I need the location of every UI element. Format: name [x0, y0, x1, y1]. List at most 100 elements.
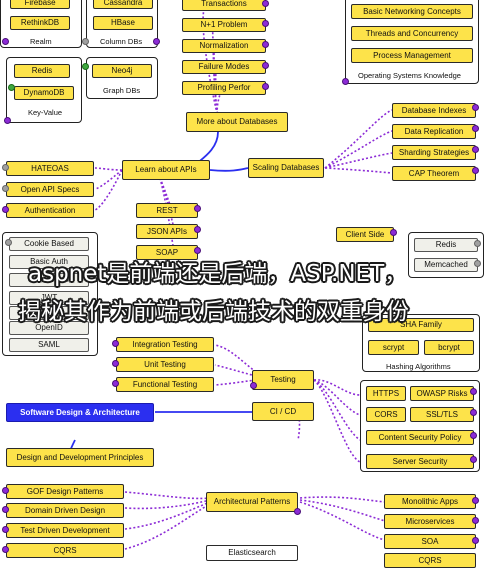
threads-concurrency-node[interactable]: Threads and Concurrency: [351, 26, 473, 41]
testing-node[interactable]: Testing: [252, 370, 314, 390]
open-api-specs-node[interactable]: Open API Specs: [6, 182, 94, 197]
monolithic-apps-node[interactable]: Monolithic Apps: [384, 494, 476, 509]
check-icon: [470, 409, 477, 416]
test-driven-development-node[interactable]: Test Driven Development: [6, 523, 124, 538]
process-management-node[interactable]: Process Management: [351, 48, 473, 63]
check-icon: [390, 229, 397, 236]
check-icon: [262, 0, 269, 7]
authentication-node[interactable]: Authentication: [6, 203, 94, 218]
check-icon: [294, 508, 301, 515]
check-icon: [472, 167, 479, 174]
oauth-node[interactable]: OAuth: [9, 306, 89, 320]
gof-design-patterns-node[interactable]: GOF Design Patterns: [6, 484, 124, 499]
check-icon: [2, 38, 9, 45]
hbase-node[interactable]: HBase: [93, 16, 153, 30]
redis-node[interactable]: Redis: [14, 64, 70, 78]
data-replication-node[interactable]: Data Replication: [392, 124, 476, 139]
hateoas-node[interactable]: HATEOAS: [6, 161, 94, 176]
cors-node[interactable]: CORS: [366, 407, 406, 422]
neo4j-node[interactable]: Neo4j: [92, 64, 152, 78]
design-principles-node[interactable]: Design and Development Principles: [6, 448, 154, 467]
software-design-architecture-node[interactable]: Software Design & Architecture: [6, 403, 154, 422]
saml-node[interactable]: SAML: [9, 338, 89, 352]
connector-lines: [68, 3, 393, 550]
check-icon: [4, 117, 11, 124]
unit-testing-node[interactable]: Unit Testing: [116, 357, 214, 372]
key-value-label: Key-Value: [28, 108, 63, 117]
check-icon: [474, 240, 481, 247]
memcached-node[interactable]: Memcached: [414, 258, 478, 272]
check-icon: [472, 104, 479, 111]
check-icon: [470, 388, 477, 395]
sha-family-node[interactable]: SHA Family: [368, 318, 474, 332]
ssl-tls-node[interactable]: SSL/TLS: [410, 407, 474, 422]
check-icon: [472, 537, 479, 544]
check-icon: [472, 125, 479, 132]
https-node[interactable]: HTTPS: [366, 386, 406, 401]
bcrypt-node[interactable]: bcrypt: [424, 340, 474, 355]
scaling-databases-node[interactable]: Scaling Databases: [248, 158, 324, 178]
profiling-node[interactable]: Profiling Perfor: [182, 81, 266, 95]
soa-node[interactable]: SOA: [384, 534, 476, 549]
check-icon: [2, 546, 9, 553]
functional-testing-node[interactable]: Functional Testing: [116, 377, 214, 392]
check-icon: [194, 205, 201, 212]
rest-node[interactable]: REST: [136, 203, 198, 218]
cap-theorem-node[interactable]: CAP Theorem: [392, 166, 476, 181]
content-security-policy-node[interactable]: Content Security Policy: [366, 430, 474, 445]
owasp-risks-node[interactable]: OWASP Risks: [410, 386, 474, 401]
check-icon: [2, 185, 9, 192]
sharding-strategies-node[interactable]: Sharding Strategies: [392, 145, 476, 160]
cassandra-node[interactable]: Cassandra: [93, 0, 153, 9]
transactions-node[interactable]: Transactions: [182, 0, 266, 11]
check-icon: [2, 506, 9, 513]
scrypt-node[interactable]: scrypt: [368, 340, 419, 355]
json-apis-node[interactable]: JSON APIs: [136, 224, 198, 239]
failure-modes-node[interactable]: Failure Modes: [182, 60, 266, 74]
architectural-patterns-node[interactable]: Architectural Patterns: [206, 492, 298, 512]
check-icon: [2, 206, 9, 213]
firebase-node[interactable]: Firebase: [10, 0, 70, 9]
cqrs-pattern-node[interactable]: CQRS: [384, 553, 476, 568]
normalization-node[interactable]: Normalization: [182, 39, 266, 53]
database-indexes-node[interactable]: Database Indexes: [392, 103, 476, 118]
check-icon: [112, 380, 119, 387]
check-icon: [472, 497, 479, 504]
check-icon: [262, 41, 269, 48]
check-icon: [250, 382, 257, 389]
check-icon: [470, 456, 477, 463]
learn-about-apis-node[interactable]: Learn about APIs: [122, 160, 210, 180]
jwt-node[interactable]: JWT: [9, 291, 89, 305]
integration-testing-node[interactable]: Integration Testing: [116, 337, 214, 352]
hashing-label: Hashing Algorithms: [386, 362, 451, 371]
domain-driven-design-node[interactable]: Domain Driven Design: [6, 503, 124, 518]
watermark-line-1: aspnet是前端还是后端，ASP.NET，: [28, 261, 408, 287]
basic-auth-node[interactable]: Basic Auth: [9, 255, 89, 269]
microservices-node[interactable]: Microservices: [384, 514, 476, 529]
check-icon: [474, 260, 481, 267]
check-icon: [342, 78, 349, 85]
server-security-node[interactable]: Server Security: [366, 454, 474, 469]
check-icon: [472, 146, 479, 153]
check-icon: [2, 164, 9, 171]
elasticsearch-node[interactable]: Elasticsearch: [206, 545, 298, 561]
column-dbs-label: Column DBs: [100, 37, 143, 46]
watermark-line-2: 揭秘其作为前端或后端技术的双重身份: [18, 299, 409, 325]
n-plus-one-node[interactable]: N+1 Problem: [182, 18, 266, 32]
check-icon: [2, 526, 9, 533]
check-icon: [194, 226, 201, 233]
cookie-based-node[interactable]: Cookie Based: [9, 237, 89, 251]
rethinkdb-node[interactable]: RethinkDB: [10, 16, 70, 30]
check-icon: [262, 83, 269, 90]
os-knowledge-label: Operating Systems Knowledge: [358, 71, 461, 80]
openid-node[interactable]: OpenID: [9, 321, 89, 335]
client-side-node[interactable]: Client Side: [336, 227, 394, 242]
ci-cd-node[interactable]: CI / CD: [252, 402, 314, 421]
redis-cache-node[interactable]: Redis: [414, 238, 478, 252]
check-icon: [112, 360, 119, 367]
dynamodb-node[interactable]: DynamoDB: [14, 86, 74, 100]
check-icon: [82, 38, 89, 45]
token-auth-node[interactable]: Token Auth: [9, 273, 89, 287]
more-about-databases-node[interactable]: More about Databases: [186, 112, 288, 132]
basic-networking-node[interactable]: Basic Networking Concepts: [351, 4, 473, 19]
